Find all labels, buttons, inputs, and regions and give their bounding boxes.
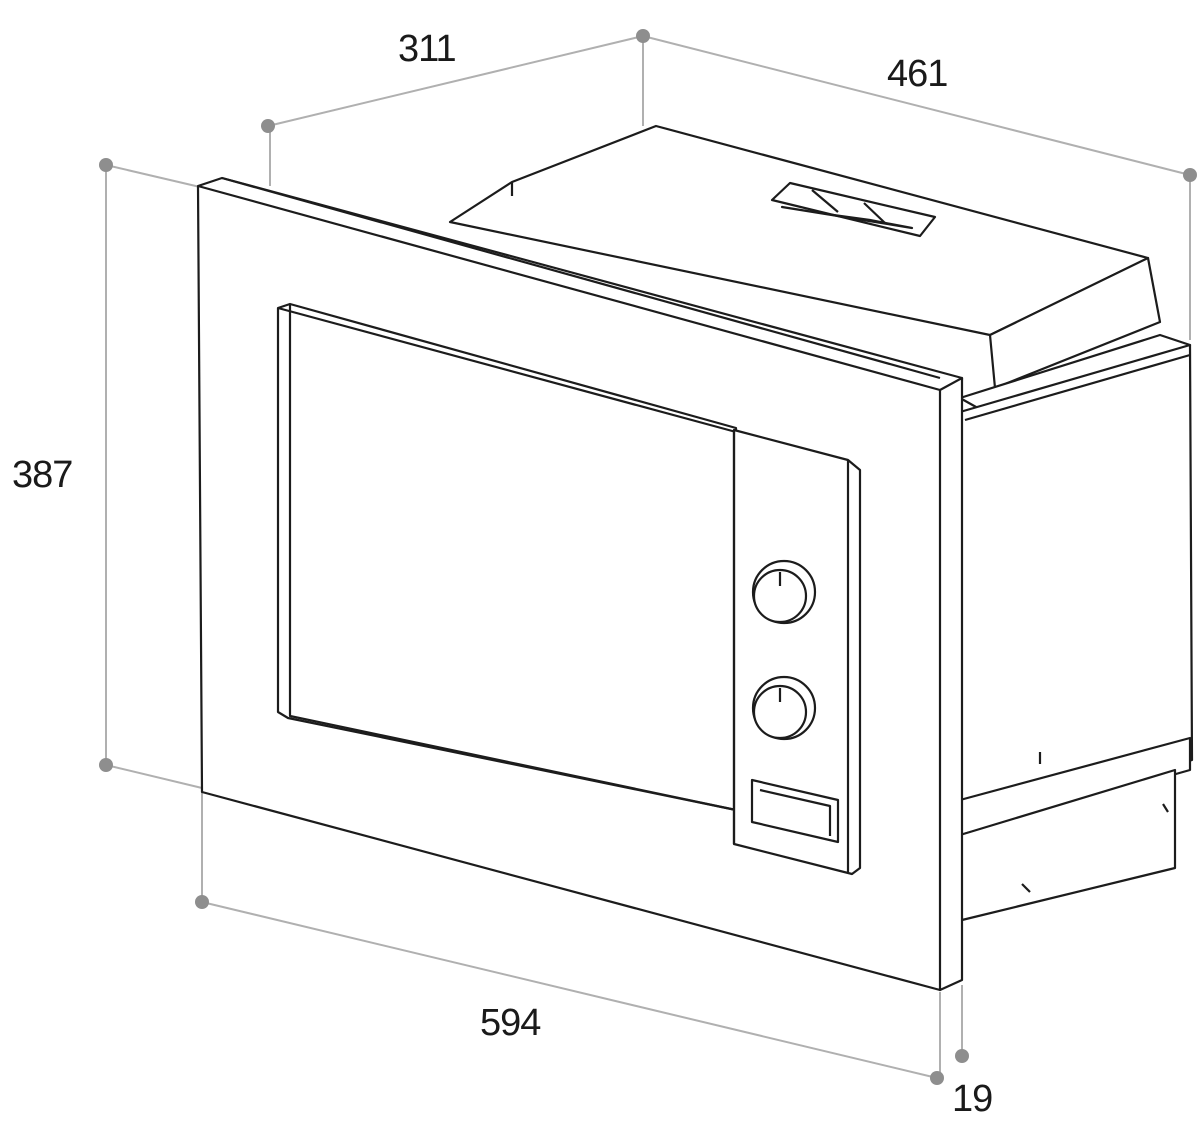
top-housing-top [448, 124, 1150, 337]
vent-icon [770, 181, 937, 238]
ext-line-387-bottom [105, 764, 203, 789]
door-release-button [750, 778, 840, 844]
dimension-label-19: 19 [952, 1078, 993, 1120]
dimension-label-311: 311 [398, 28, 457, 70]
dim-line-461 [642, 35, 1191, 176]
dimension-label-387: 387 [12, 454, 73, 496]
front-frame-edge [938, 376, 964, 992]
dimension-lines [105, 35, 1191, 1079]
top-housing-side [988, 256, 1162, 390]
dimension-dots [99, 29, 1197, 1085]
timer-knob-icon [751, 559, 817, 625]
casing-step-line [964, 353, 1191, 422]
dimension-label-594: 594 [480, 1002, 541, 1044]
dim-line-594 [201, 901, 938, 1079]
dim-line-311 [267, 35, 644, 127]
power-knob-icon [751, 675, 817, 741]
ext-line-387-top [105, 164, 201, 188]
dimension-label-461: 461 [887, 53, 948, 95]
microwave [196, 124, 1194, 992]
